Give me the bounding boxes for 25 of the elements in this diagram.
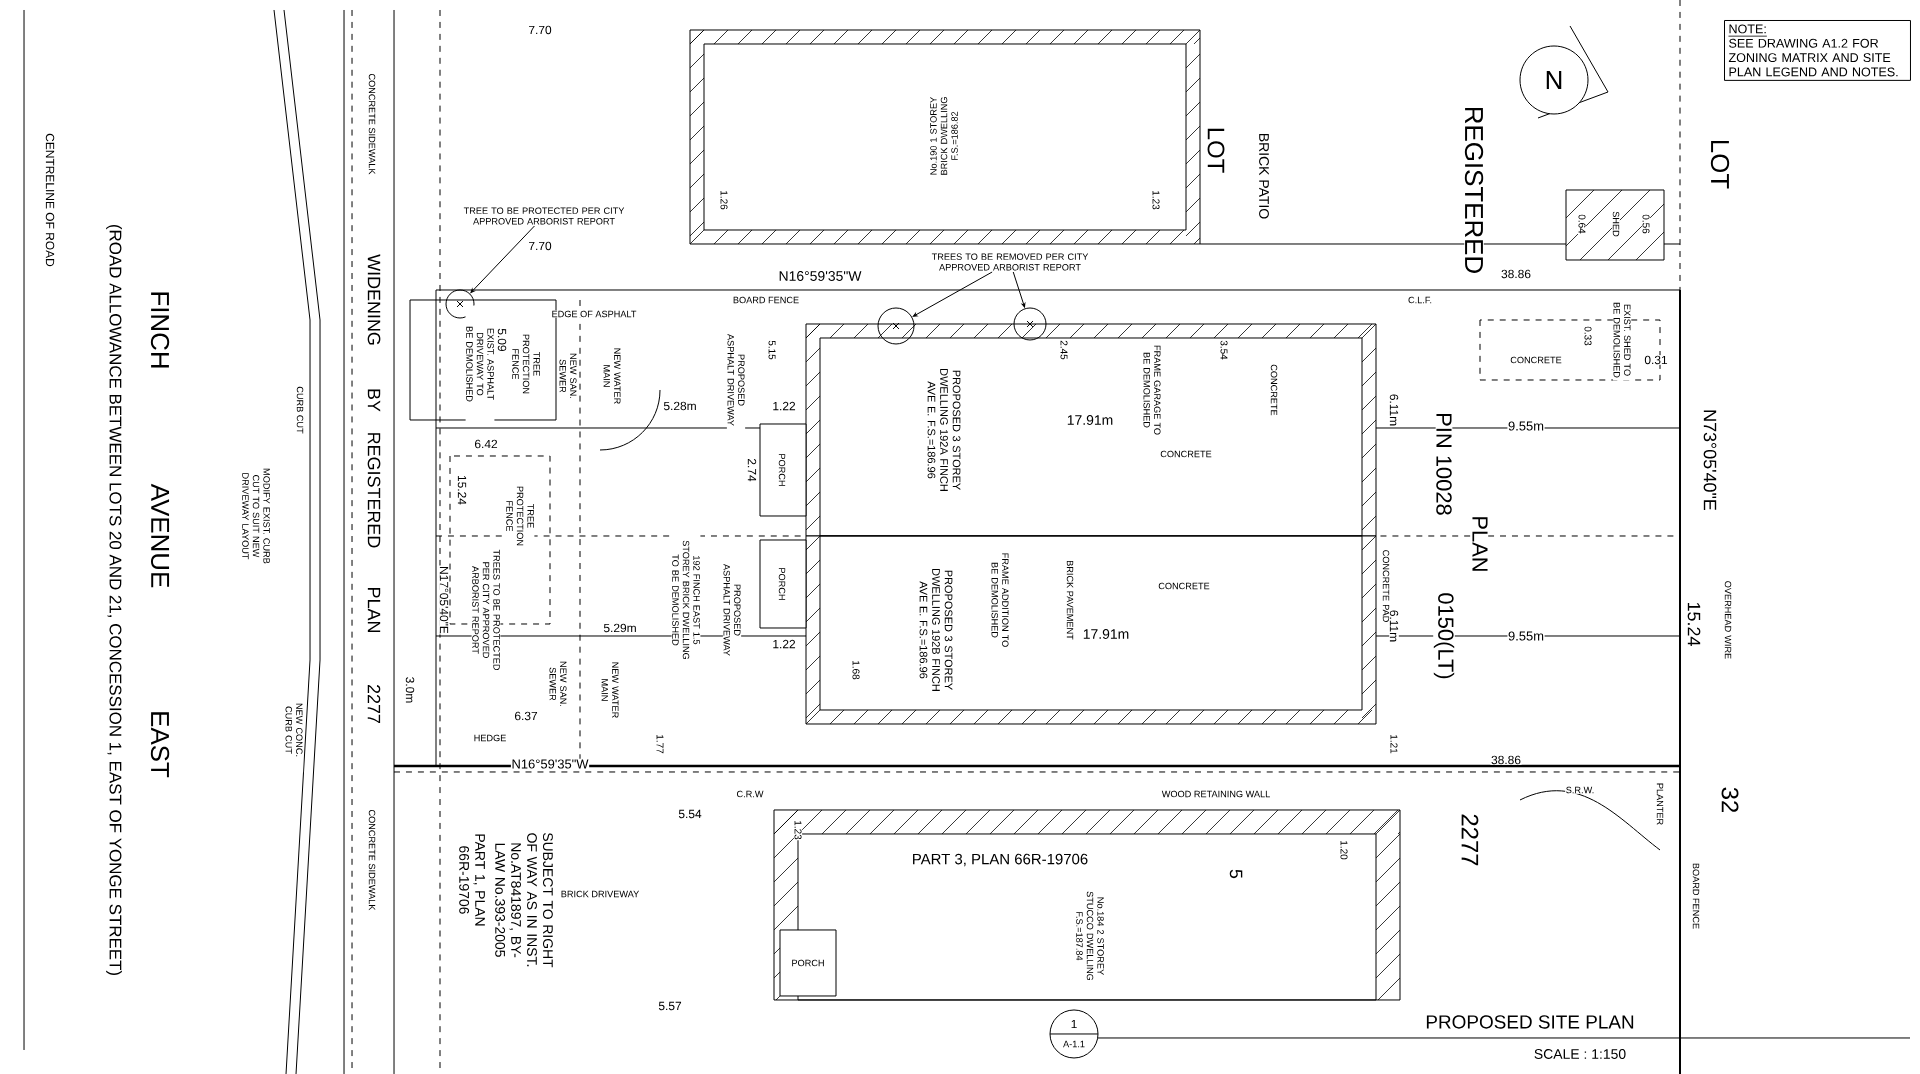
road-name: 2277 bbox=[367, 683, 381, 725]
plan-note: (ROAD ALLOWANCE BETWEEN LOTS 20 AND 21, CONCESSION 1, EAST OF YONGE STREET) bbox=[105, 223, 123, 977]
road-name: REGISTERED bbox=[367, 431, 381, 549]
dimension-label: 15.24 bbox=[1687, 600, 1701, 647]
tree-symbol bbox=[1013, 307, 1047, 341]
bearing-label: N73°05'40"E bbox=[1703, 408, 1717, 512]
road-name: AVENUE bbox=[150, 483, 170, 589]
road-name: BY bbox=[367, 387, 381, 413]
tree-symbol bbox=[877, 307, 915, 345]
road-name: REGISTERED bbox=[1464, 105, 1484, 275]
drawing-title: PROPOSED SITE PLAN bbox=[1426, 1015, 1634, 1029]
road-name: WIDENING bbox=[367, 253, 381, 347]
road-name: LOT bbox=[1710, 138, 1730, 190]
road-name: 0150(LT) bbox=[1433, 591, 1455, 681]
road-name: PIN 10028 bbox=[1435, 411, 1453, 517]
road-name: PLAN bbox=[1471, 514, 1489, 574]
road-name: FINCH bbox=[150, 289, 170, 371]
leader-line bbox=[1012, 271, 1026, 308]
leader-line bbox=[470, 225, 535, 294]
road-name: 32 bbox=[1720, 786, 1740, 814]
road-name: PLAN bbox=[367, 585, 381, 634]
road-name: EAST bbox=[150, 709, 170, 779]
road-name: 5 bbox=[1229, 868, 1243, 880]
leader-line bbox=[912, 271, 993, 317]
road-name: 2277 bbox=[1461, 812, 1479, 868]
